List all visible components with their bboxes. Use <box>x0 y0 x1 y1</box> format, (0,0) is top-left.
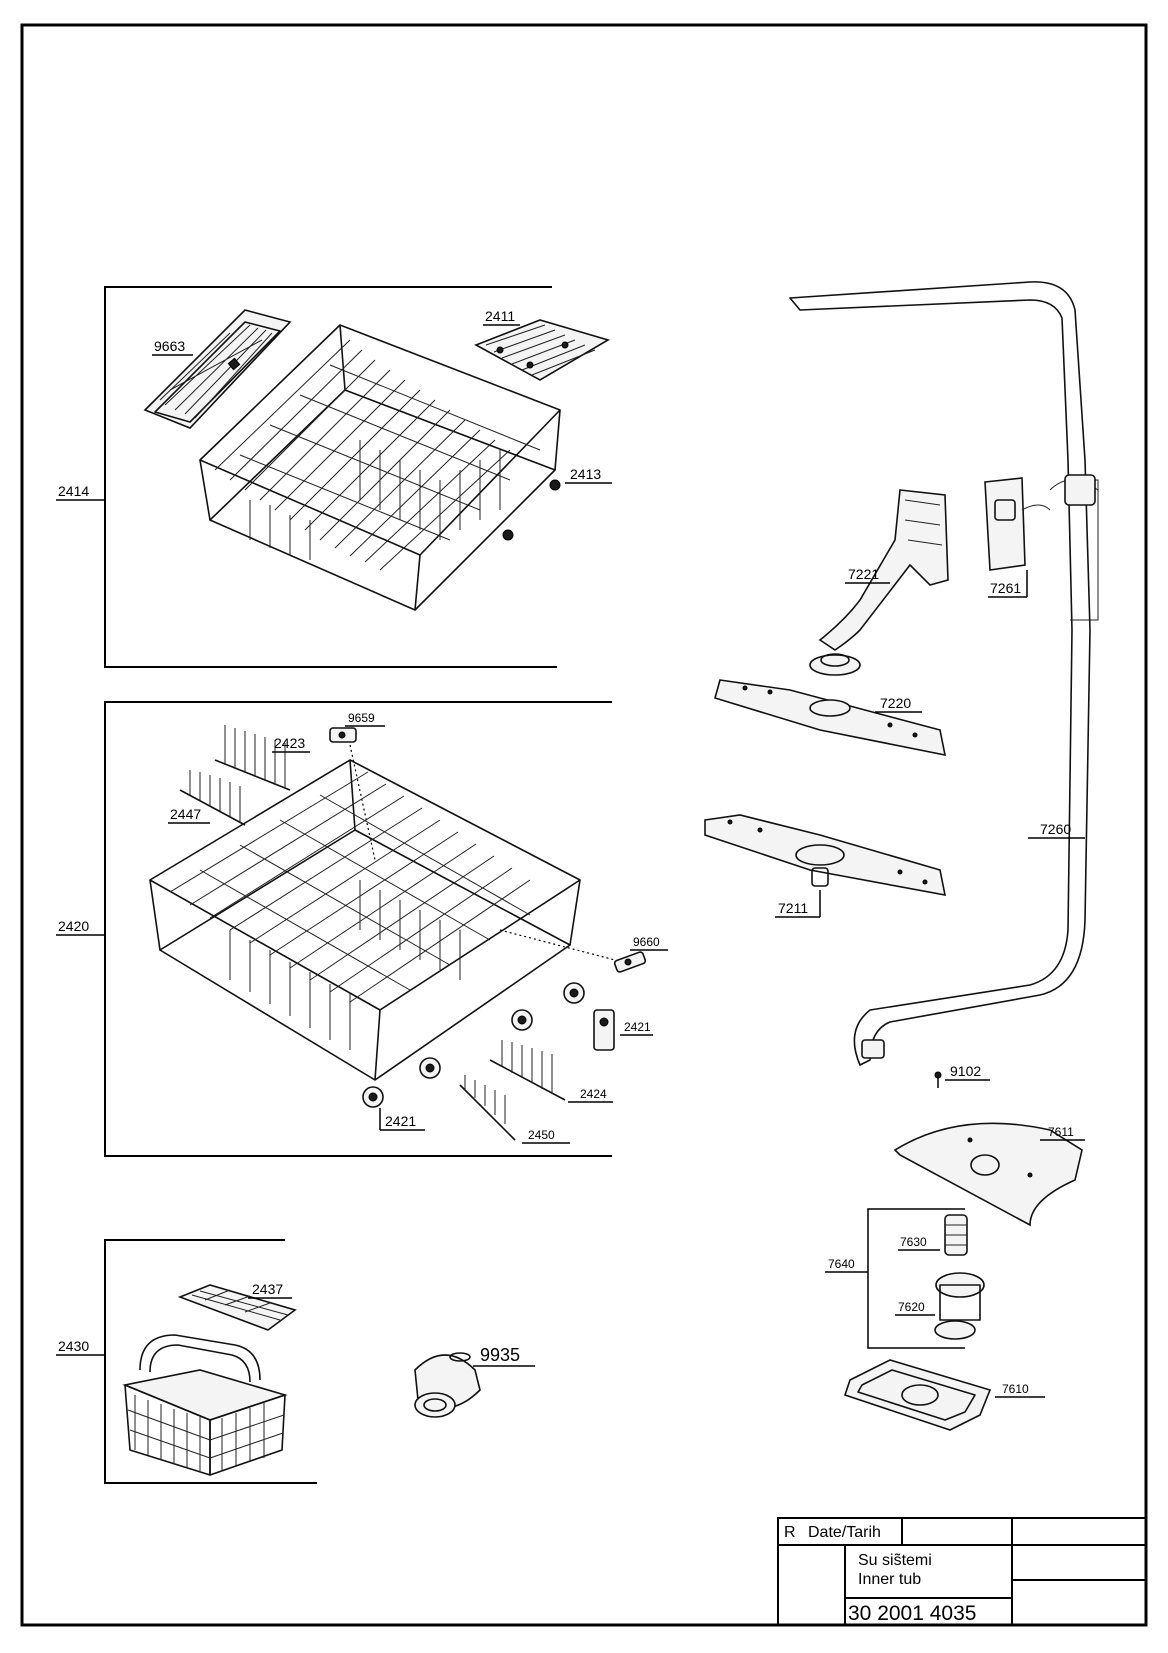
lower-basket-group: 2420 2423 2447 9659 <box>56 701 668 1157</box>
part-label-2421-lower: 2421 <box>385 1113 416 1129</box>
part-label-7611: 7611 <box>1048 1125 1074 1139</box>
cutlery-tray-9663 <box>143 309 292 429</box>
filter-assembly-group-7640: 7640 7630 7620 <box>825 1208 985 1349</box>
part-label-2437: 2437 <box>252 1281 283 1297</box>
group-bracket-2420 <box>104 701 612 1157</box>
drawing-frame <box>20 23 1148 1627</box>
wheel-clip-9660 <box>613 951 647 973</box>
basket-lid-2437 <box>177 1284 297 1331</box>
date-label: Date/Tarih <box>808 1524 881 1541</box>
part-label-2413: 2413 <box>570 466 601 482</box>
cutlery-basket-group: 2430 2437 <box>56 1239 317 1484</box>
wheel-bracket-2421 <box>593 1009 615 1051</box>
cutlery-basket-2430 <box>122 1334 288 1476</box>
part-label-9663: 9663 <box>154 338 185 354</box>
part-label-7620: 7620 <box>898 1300 925 1314</box>
part-label-7610: 7610 <box>1002 1382 1029 1396</box>
revision-label: R <box>784 1524 796 1541</box>
lower-rack-wireframe <box>149 759 581 1081</box>
upper-arm-feed-7221 <box>809 489 949 676</box>
tine-row-2450 <box>459 1075 516 1141</box>
part-label-7261: 7261 <box>990 580 1021 596</box>
part-label-2423: 2423 <box>274 735 305 751</box>
part-label-2411: 2411 <box>485 308 515 324</box>
drawing-number: 30 2001 4035 <box>848 1602 976 1625</box>
plate-tine-row-2423 <box>214 725 291 791</box>
cap-9935 <box>414 1352 481 1418</box>
basket-wheels <box>362 982 585 1108</box>
filter-cover-7611 <box>893 1122 1083 1227</box>
part-label-2424: 2424 <box>580 1087 607 1101</box>
part-label-9659: 9659 <box>348 711 375 725</box>
part-label-7260: 7260 <box>1040 821 1071 837</box>
part-label-7221: 7221 <box>848 566 879 582</box>
part-label-2450: 2450 <box>528 1128 555 1142</box>
filter-plate-7610 <box>843 1359 992 1431</box>
part-label-9102: 9102 <box>950 1063 981 1079</box>
part-label-7220: 7220 <box>880 695 911 711</box>
part-label-7640: 7640 <box>828 1257 855 1271</box>
plate-tine-row-2447 <box>179 770 246 826</box>
part-label-7630: 7630 <box>900 1235 927 1249</box>
group-bracket-2414 <box>104 286 557 668</box>
part-label-2420: 2420 <box>58 918 89 934</box>
part-label-7211: 7211 <box>778 900 808 916</box>
group-bracket-7640 <box>867 1208 965 1349</box>
coarse-filter-7620 <box>934 1272 985 1340</box>
upper-basket-group: 2414 9663 2411 <box>56 286 612 668</box>
drawing-title-line1: Su sis̃temi <box>858 1552 932 1569</box>
part-label-2414: 2414 <box>58 483 89 499</box>
drawing-title-line2: Inner tub <box>858 1571 921 1588</box>
part-label-9935: 9935 <box>480 1345 520 1365</box>
diverter-7261 <box>984 477 1051 571</box>
lower-spray-arm-7211 <box>704 814 947 897</box>
micro-filter-7630 <box>944 1214 968 1256</box>
title-block: R Date/Tarih Su sis̃temi Inner tub 30 20… <box>777 1517 1147 1626</box>
group-bracket-2430 <box>104 1239 317 1484</box>
nozzle-9659 <box>329 727 357 743</box>
water-pipe-7260 <box>789 281 1099 1066</box>
part-label-2447: 2447 <box>170 806 201 822</box>
upper-rack-wireframe <box>199 324 561 611</box>
tine-row-2424 <box>489 1040 566 1101</box>
part-label-2421-upper: 2421 <box>624 1020 651 1034</box>
cup-rack-2411 <box>474 319 610 381</box>
upper-spray-arm-7220 <box>714 679 947 757</box>
part-label-9660: 9660 <box>633 935 660 949</box>
screw-9102 <box>934 1071 942 1088</box>
part-label-2430: 2430 <box>58 1338 89 1354</box>
